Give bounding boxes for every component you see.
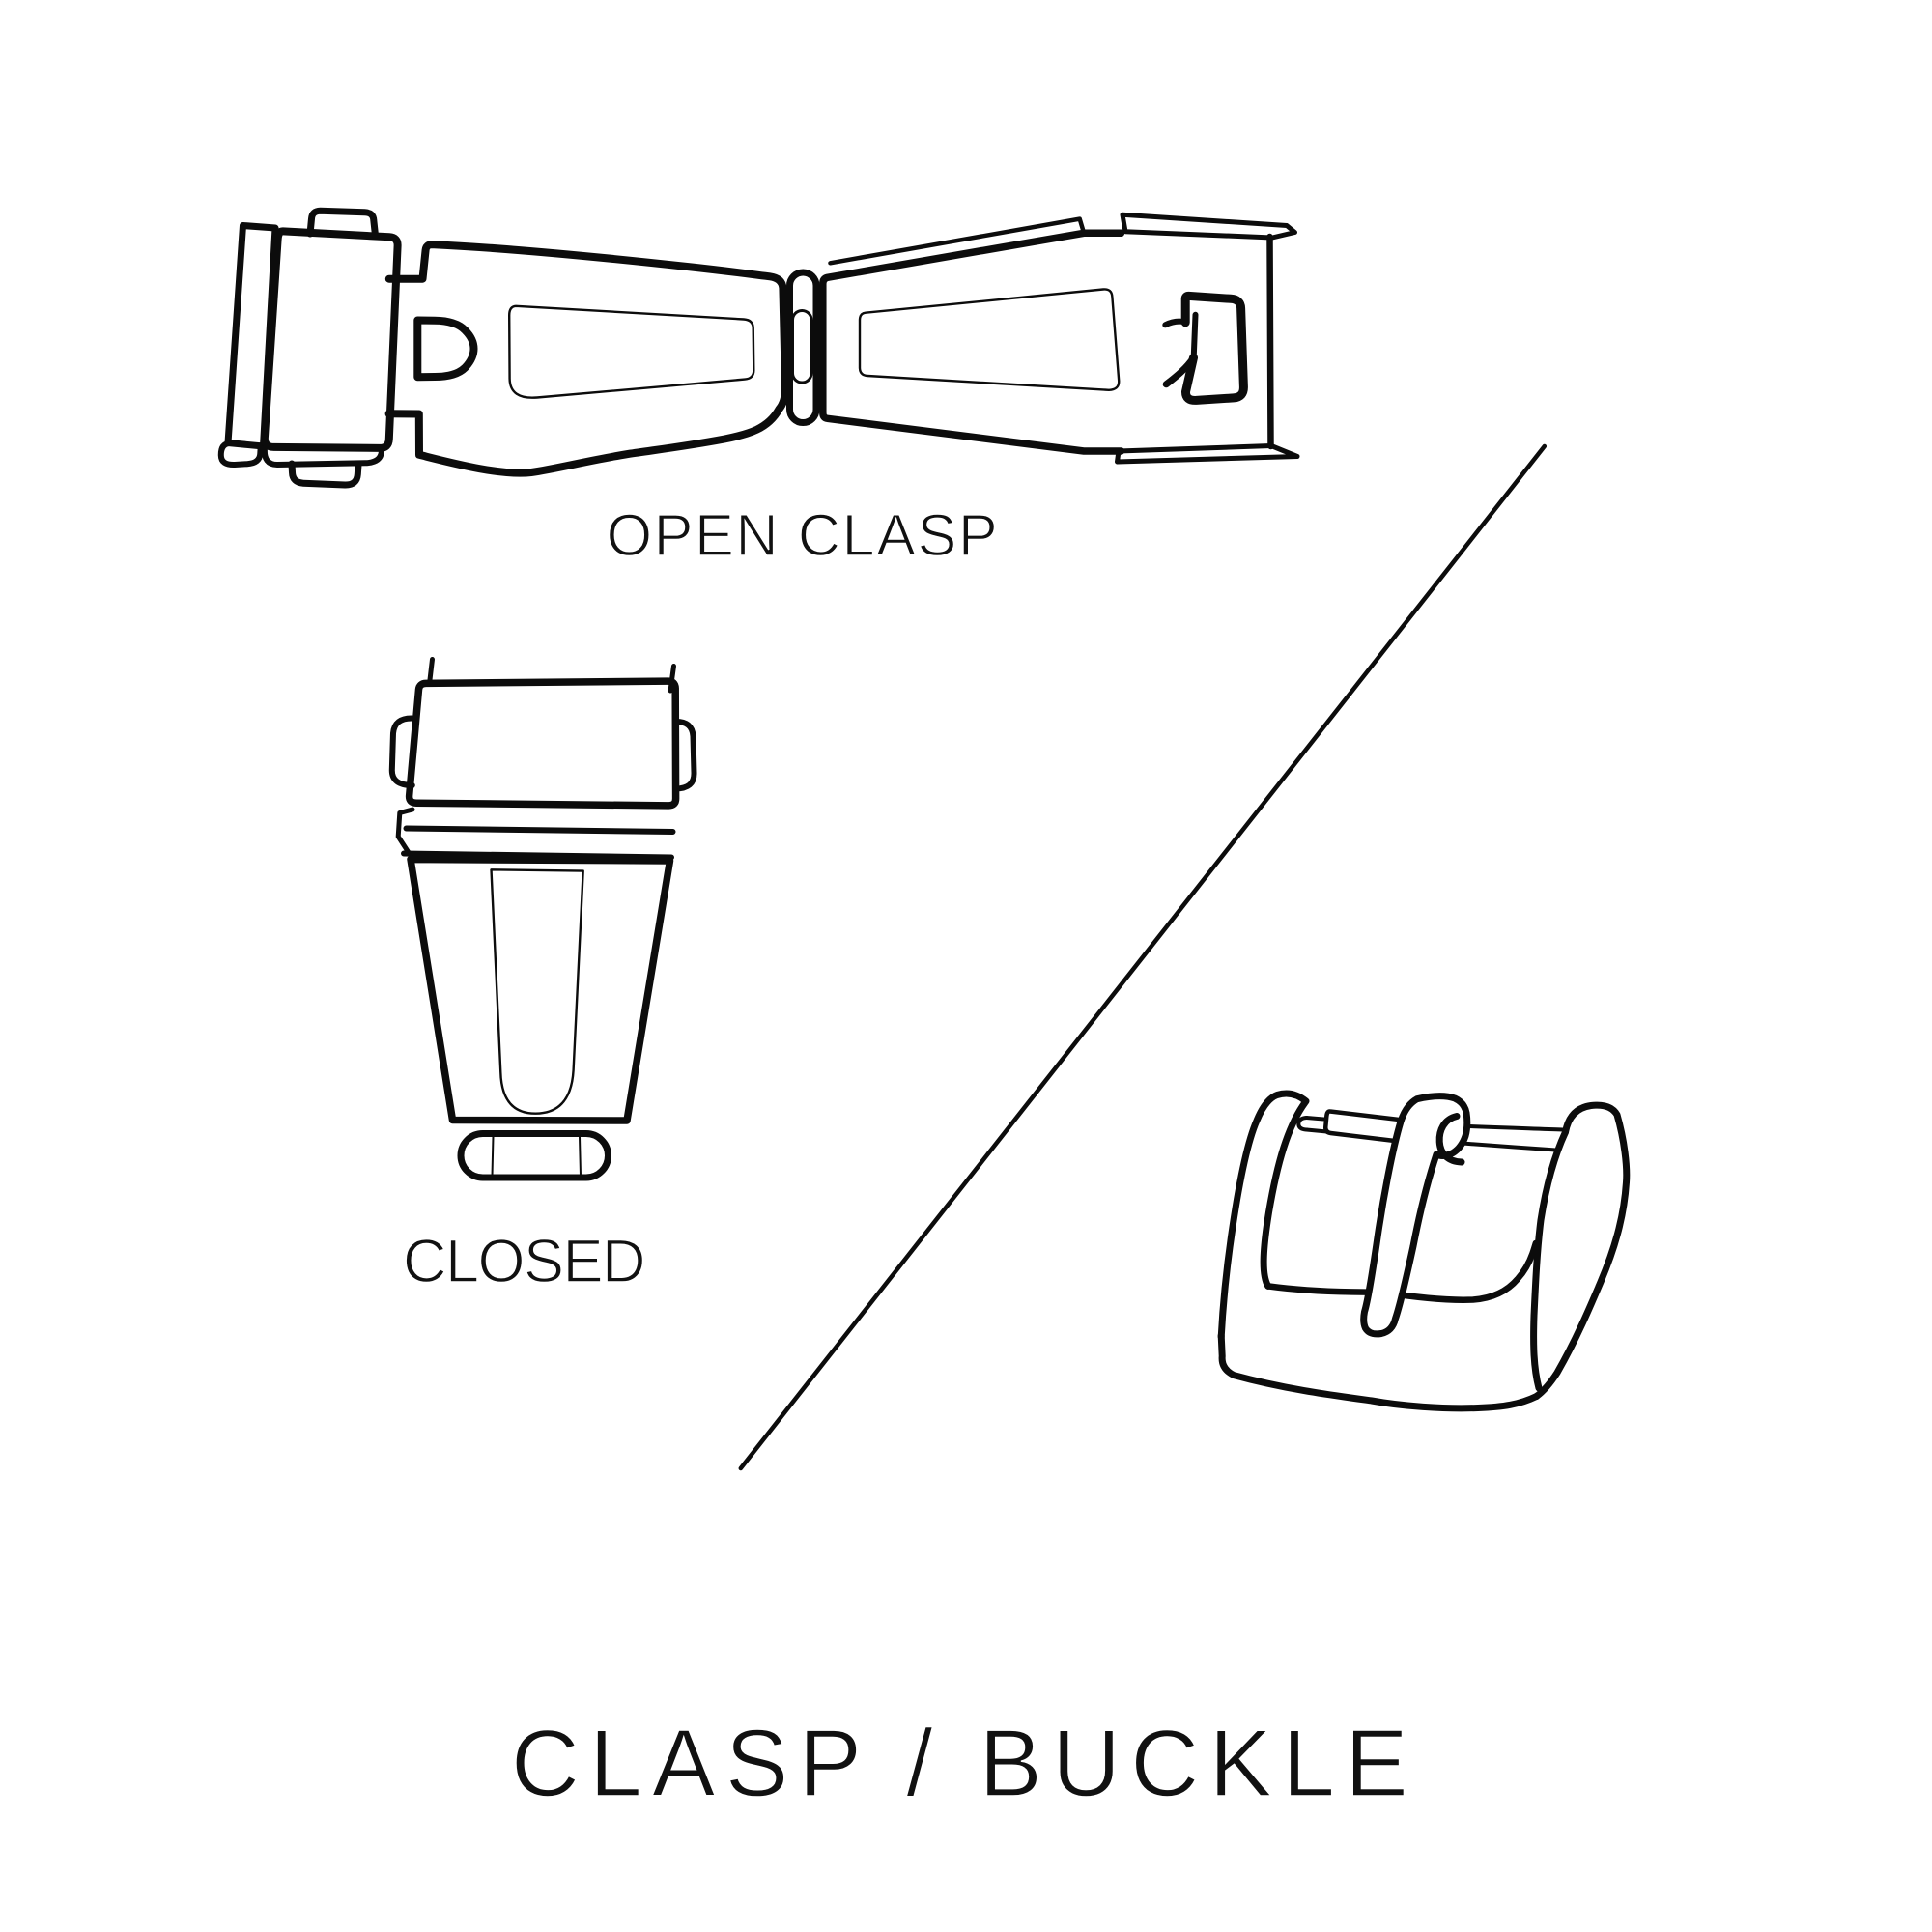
svg-text:CLASP / BUCKLE: CLASP / BUCKLE xyxy=(511,1710,1418,1816)
svg-text:OPEN CLASP: OPEN CLASP xyxy=(607,502,1000,568)
svg-text:CLOSED: CLOSED xyxy=(403,1228,644,1295)
